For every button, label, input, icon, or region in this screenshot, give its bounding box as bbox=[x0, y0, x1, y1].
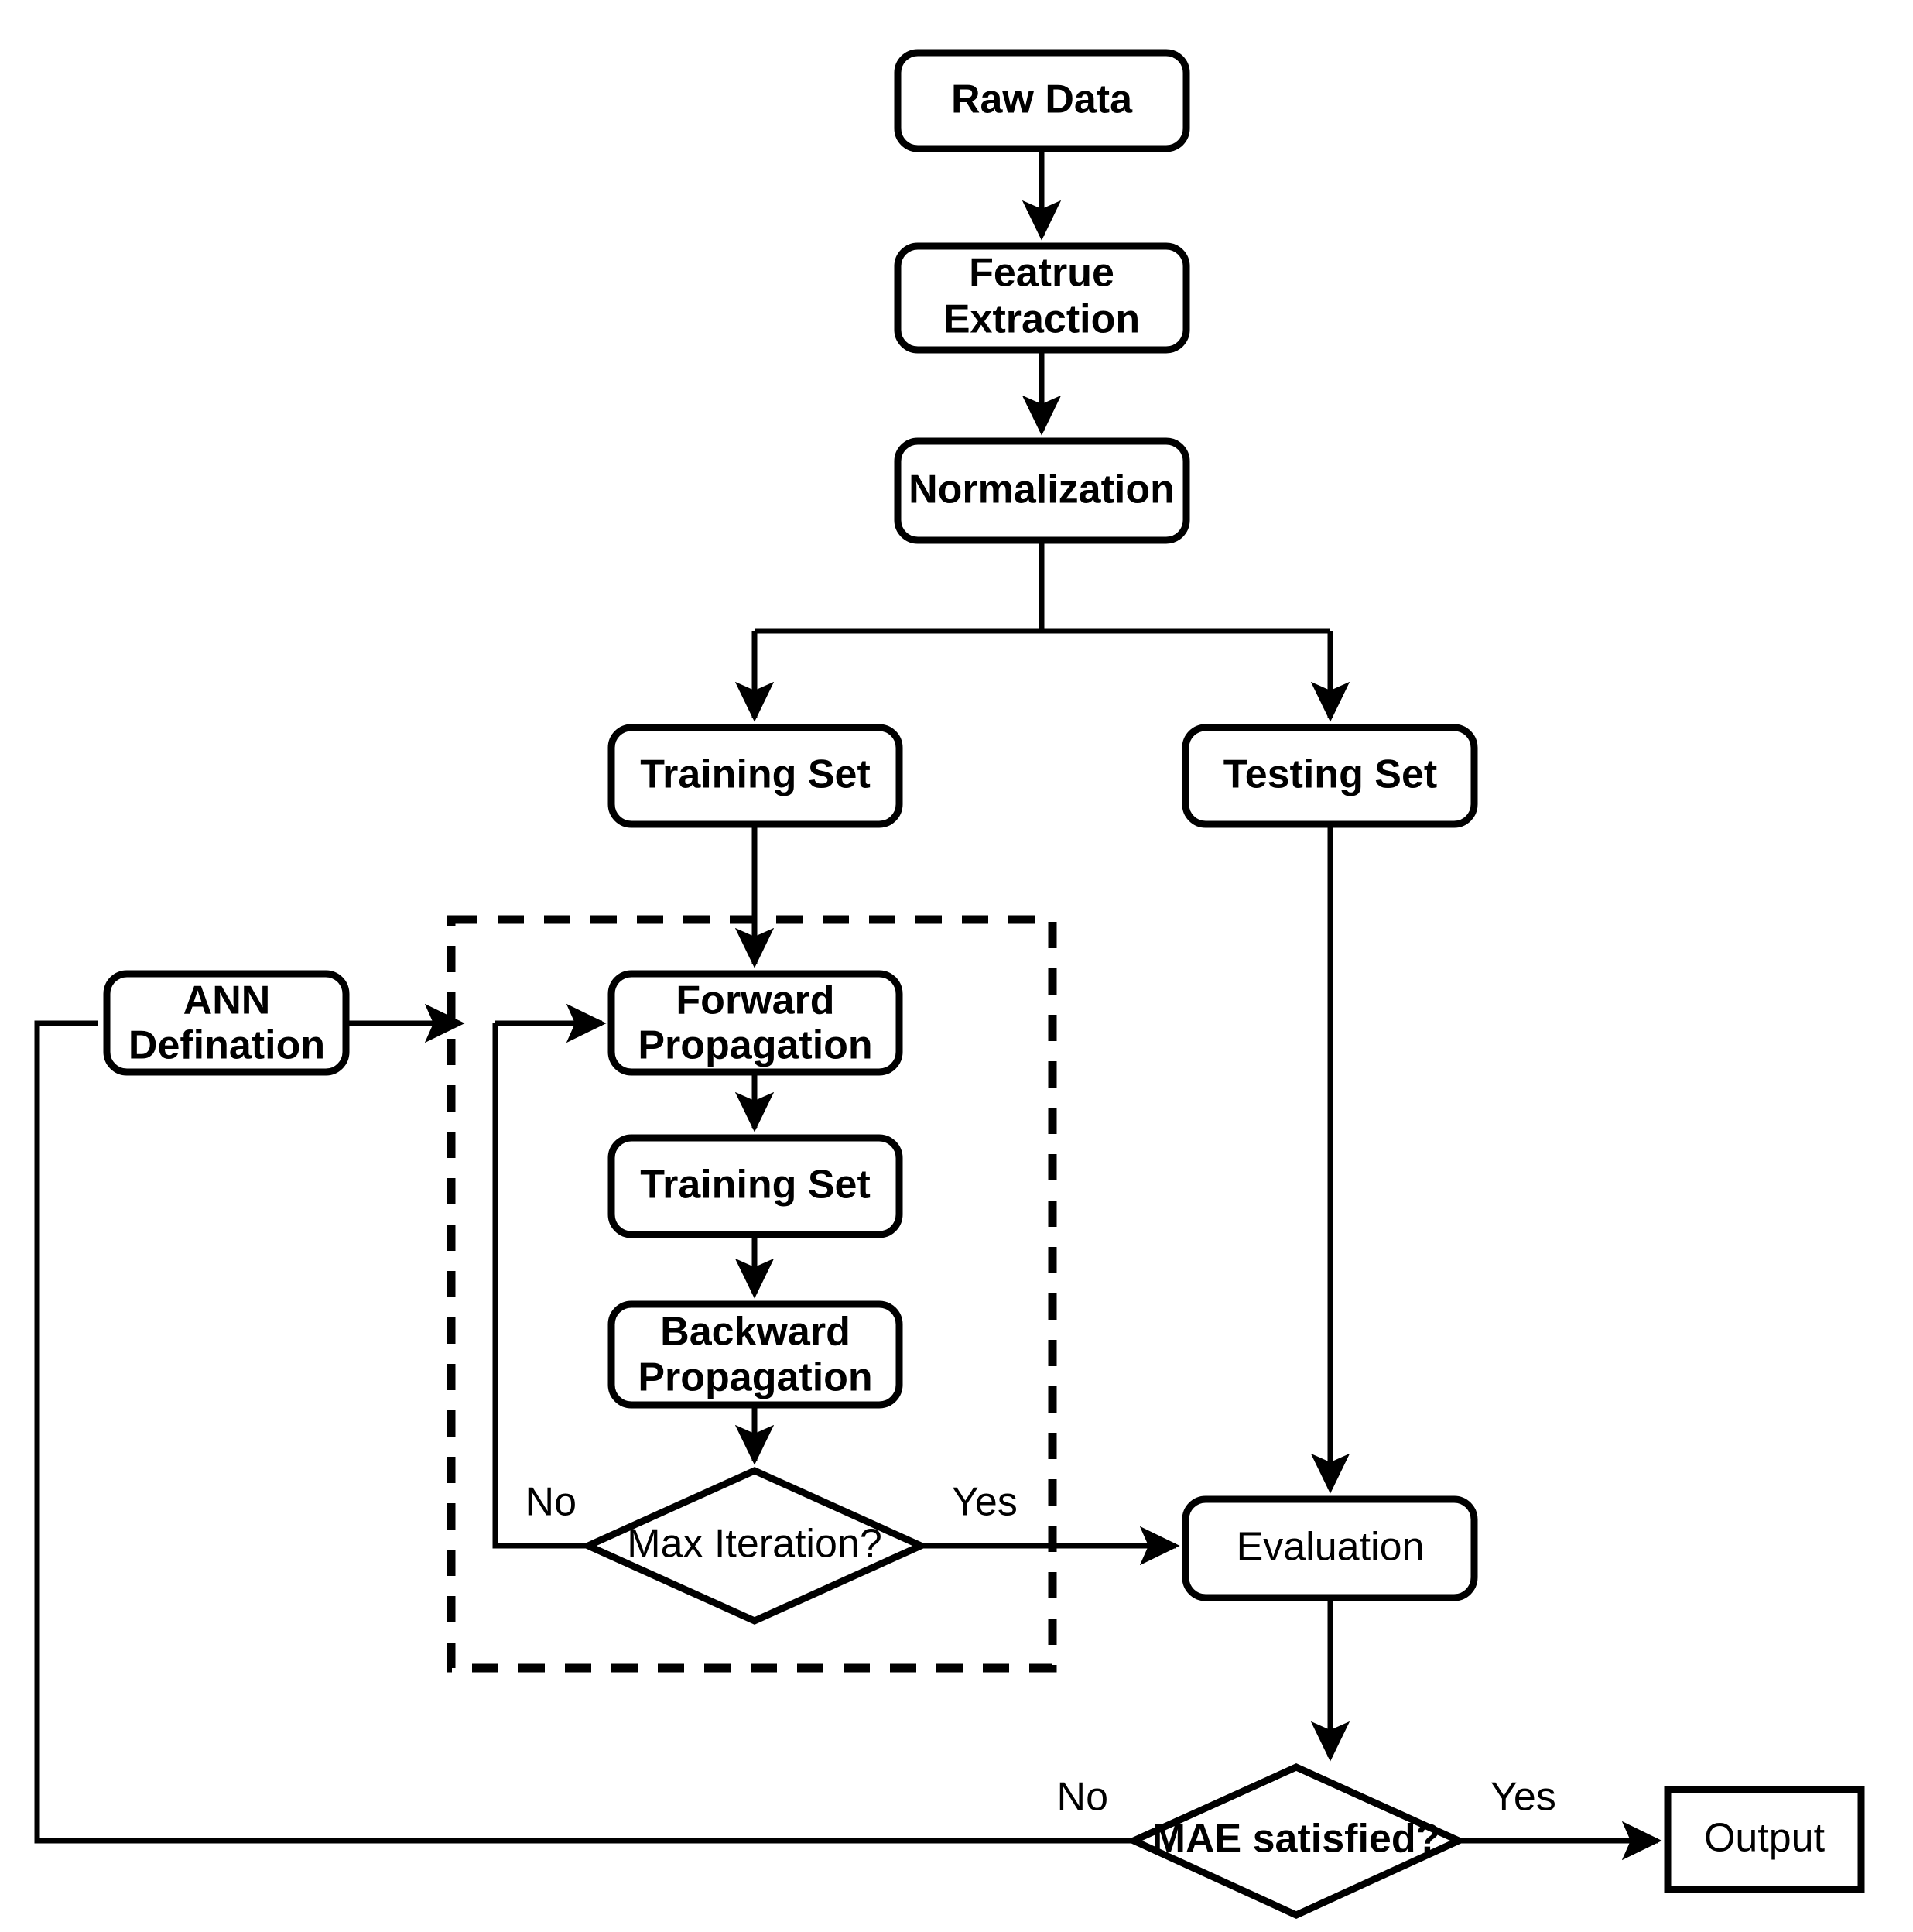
feature-extraction-label-line1: Featrue bbox=[969, 251, 1114, 296]
edge-label-mae-yes: Yes bbox=[1490, 1775, 1556, 1820]
output-shape bbox=[1664, 1786, 1865, 1893]
edge-max-iteration-no-loop bbox=[492, 1023, 588, 1549]
node-raw-data[interactable]: Raw Data bbox=[894, 49, 1190, 152]
testing-set-shape bbox=[1182, 724, 1478, 828]
node-feature-extraction[interactable]: Featrue Extraction bbox=[894, 242, 1190, 354]
training-set-label: Training Set bbox=[640, 752, 871, 797]
max-iteration-shape bbox=[580, 1467, 929, 1625]
node-max-iteration[interactable]: Max Iteration? bbox=[580, 1467, 929, 1625]
backward-propagation-shape bbox=[607, 1300, 903, 1409]
testing-set-label: Testing Set bbox=[1223, 752, 1437, 797]
edge-mae-no-to-ann bbox=[34, 1020, 1134, 1844]
forward-propagation-label-line2: Propagation bbox=[638, 1023, 872, 1068]
node-output[interactable]: Output bbox=[1664, 1786, 1865, 1893]
raw-data-shape bbox=[894, 49, 1190, 152]
ann-defination-label-line2: Defination bbox=[128, 1023, 325, 1068]
ann-defination-label-line1: ANN bbox=[183, 978, 271, 1023]
node-backward-propagation[interactable]: Backward Propagation bbox=[607, 1300, 903, 1409]
node-evaluation[interactable]: Evaluation bbox=[1182, 1495, 1478, 1601]
node-testing-set[interactable]: Testing Set bbox=[1182, 724, 1478, 828]
evaluation-shape bbox=[1182, 1495, 1478, 1601]
backward-propagation-label-line2: Propagation bbox=[638, 1355, 872, 1400]
edge-label-mae-no: No bbox=[1057, 1775, 1108, 1820]
inner-training-set-label: Training Set bbox=[640, 1163, 871, 1208]
output-label: Output bbox=[1704, 1816, 1826, 1861]
node-inner-training-set[interactable]: Training Set bbox=[607, 1134, 903, 1238]
training-set-shape bbox=[607, 724, 903, 828]
mae-satisfied-label: MAE satisfied? bbox=[1152, 1817, 1441, 1862]
node-normalization[interactable]: Normalization bbox=[894, 437, 1190, 544]
ann-defination-shape bbox=[103, 970, 350, 1076]
node-ann-defination[interactable]: ANN Defination bbox=[103, 970, 350, 1076]
edge-label-max-iteration-no: No bbox=[525, 1480, 577, 1525]
max-iteration-label: Max Iteration? bbox=[627, 1522, 882, 1567]
node-mae-satisfied[interactable]: MAE satisfied? bbox=[1125, 1763, 1467, 1919]
feature-extraction-shape bbox=[894, 242, 1190, 354]
backward-propagation-label-line1: Backward bbox=[660, 1310, 850, 1355]
mae-satisfied-shape bbox=[1125, 1763, 1467, 1919]
node-training-set[interactable]: Training Set bbox=[607, 724, 903, 828]
forward-propagation-label-line1: Forward bbox=[676, 978, 834, 1023]
feature-extraction-label-line2: Extraction bbox=[943, 297, 1140, 342]
edge-normalization-split bbox=[755, 540, 1330, 634]
forward-propagation-shape bbox=[607, 970, 903, 1076]
raw-data-label: Raw Data bbox=[951, 77, 1133, 122]
normalization-shape bbox=[894, 437, 1190, 544]
node-forward-propagation[interactable]: Forward Propagation bbox=[607, 970, 903, 1076]
evaluation-label: Evaluation bbox=[1237, 1525, 1425, 1570]
edge-label-max-iteration-yes: Yes bbox=[952, 1480, 1018, 1525]
inner-training-set-shape bbox=[607, 1134, 903, 1238]
normalization-label: Normalization bbox=[909, 468, 1175, 512]
